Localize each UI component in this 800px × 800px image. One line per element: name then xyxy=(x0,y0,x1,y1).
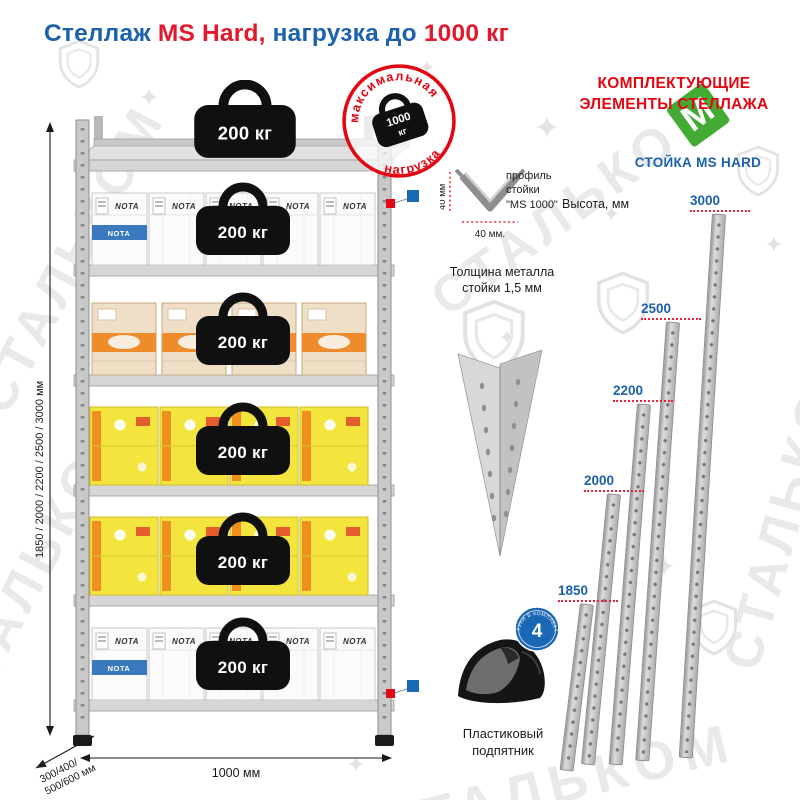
title-part: Стеллаж xyxy=(44,20,158,47)
corner-post-photo xyxy=(457,350,543,557)
badge-count: 4 xyxy=(532,621,543,642)
height-dimension-label: 1850 / 2000 / 2200 / 2500 / 3000 мм xyxy=(34,381,46,558)
svg-text:NOTA: NOTA xyxy=(108,229,131,238)
components-subheader: СТОЙКА MS HARD xyxy=(634,155,762,170)
post-profile-diagram: 40 мм 40 мм. xyxy=(440,168,526,240)
shelf-load-label: 200 кг xyxy=(218,553,268,572)
post-label-2500: 2500 xyxy=(641,301,701,320)
shelf-load-label: 200 кг xyxy=(218,333,268,352)
stamp-weight-icon: 1000 кг xyxy=(372,93,429,148)
components-header: КОМПЛЕКТУЮЩИЕ ЭЛЕМЕНТЫ СТЕЛЛАЖА xyxy=(579,75,769,113)
svg-text:NOTA: NOTA xyxy=(286,637,310,646)
svg-text:NOTA: NOTA xyxy=(108,664,131,673)
svg-text:NOTA: NOTA xyxy=(286,202,310,211)
shelf-load-label: 200 кг xyxy=(218,123,273,144)
weight-icon: 200 кг xyxy=(196,617,290,690)
profile-connector-marker xyxy=(386,190,419,208)
width-dimension-label: 1000 мм xyxy=(212,766,260,780)
svg-text:кг: кг xyxy=(397,126,408,138)
title-part: нагрузка до xyxy=(265,20,424,47)
svg-text:NOTA: NOTA xyxy=(115,202,139,211)
shelf-load-label: 200 кг xyxy=(218,658,268,677)
thickness-note: Толщина металла стойки 1,5 мм xyxy=(449,265,555,296)
svg-text:NOTA: NOTA xyxy=(172,202,196,211)
max-load-stamp: максимальная нагрузка 1000 кг xyxy=(336,56,456,184)
foot-connector-marker xyxy=(386,680,419,698)
shelf-load-label: 200 кг xyxy=(218,223,268,242)
plastic-foot-label: Пластиковый подпятник xyxy=(462,726,544,758)
title-part: MS Hard, xyxy=(157,20,266,47)
weight-icon: 200 кг xyxy=(196,182,290,255)
sparkle-icon xyxy=(766,236,782,252)
svg-text:NOTA: NOTA xyxy=(115,637,139,646)
weight-icon: 200 кг xyxy=(196,402,290,475)
width-dimension: 1000 мм xyxy=(80,754,392,780)
post-label-2200: 2200 xyxy=(613,383,673,402)
rack-uprights xyxy=(73,119,394,746)
sparkle-icon xyxy=(536,116,558,138)
post-label-2000: 2000 xyxy=(584,473,644,492)
height-dimension: 1850 / 2000 / 2200 / 2500 / 3000 мм xyxy=(34,122,54,736)
height-units-label: Высота, мм xyxy=(562,197,630,211)
svg-text:NOTA: NOTA xyxy=(172,637,196,646)
profile-name: профиль стойки "MS 1000" xyxy=(506,170,558,211)
page-title: Стеллаж MS Hard, нагрузка до 1000 кг xyxy=(44,20,509,48)
svg-text:NOTA: NOTA xyxy=(343,202,367,211)
shield-watermark-icon xyxy=(736,146,780,196)
plastic-foot-photo xyxy=(458,639,545,704)
profile-dim-vertical: 40 мм xyxy=(440,184,448,210)
weight-icon: 200 кг xyxy=(196,292,290,365)
post-perforations xyxy=(479,378,521,522)
post-label-3000: 3000 xyxy=(690,193,750,212)
weight-icon: 200 кг xyxy=(196,512,290,585)
post-label-1850: 1850 xyxy=(558,583,618,602)
profile-dim-horizontal: 40 мм. xyxy=(475,229,505,240)
count-badge: ШТУКИ В КОМПЛЕКТЕ 4 xyxy=(512,604,560,652)
svg-text:NOTA: NOTA xyxy=(343,637,367,646)
rack-illustration: NOTA NOTA NOTA NOTA NOTA xyxy=(34,80,419,798)
shelf-load-label: 200 кг xyxy=(218,443,268,462)
sparkle-icon xyxy=(500,330,514,344)
title-part: 1000 кг xyxy=(423,20,510,47)
weight-icon-top: 200 кг xyxy=(194,80,296,158)
rack-foot xyxy=(375,735,394,746)
